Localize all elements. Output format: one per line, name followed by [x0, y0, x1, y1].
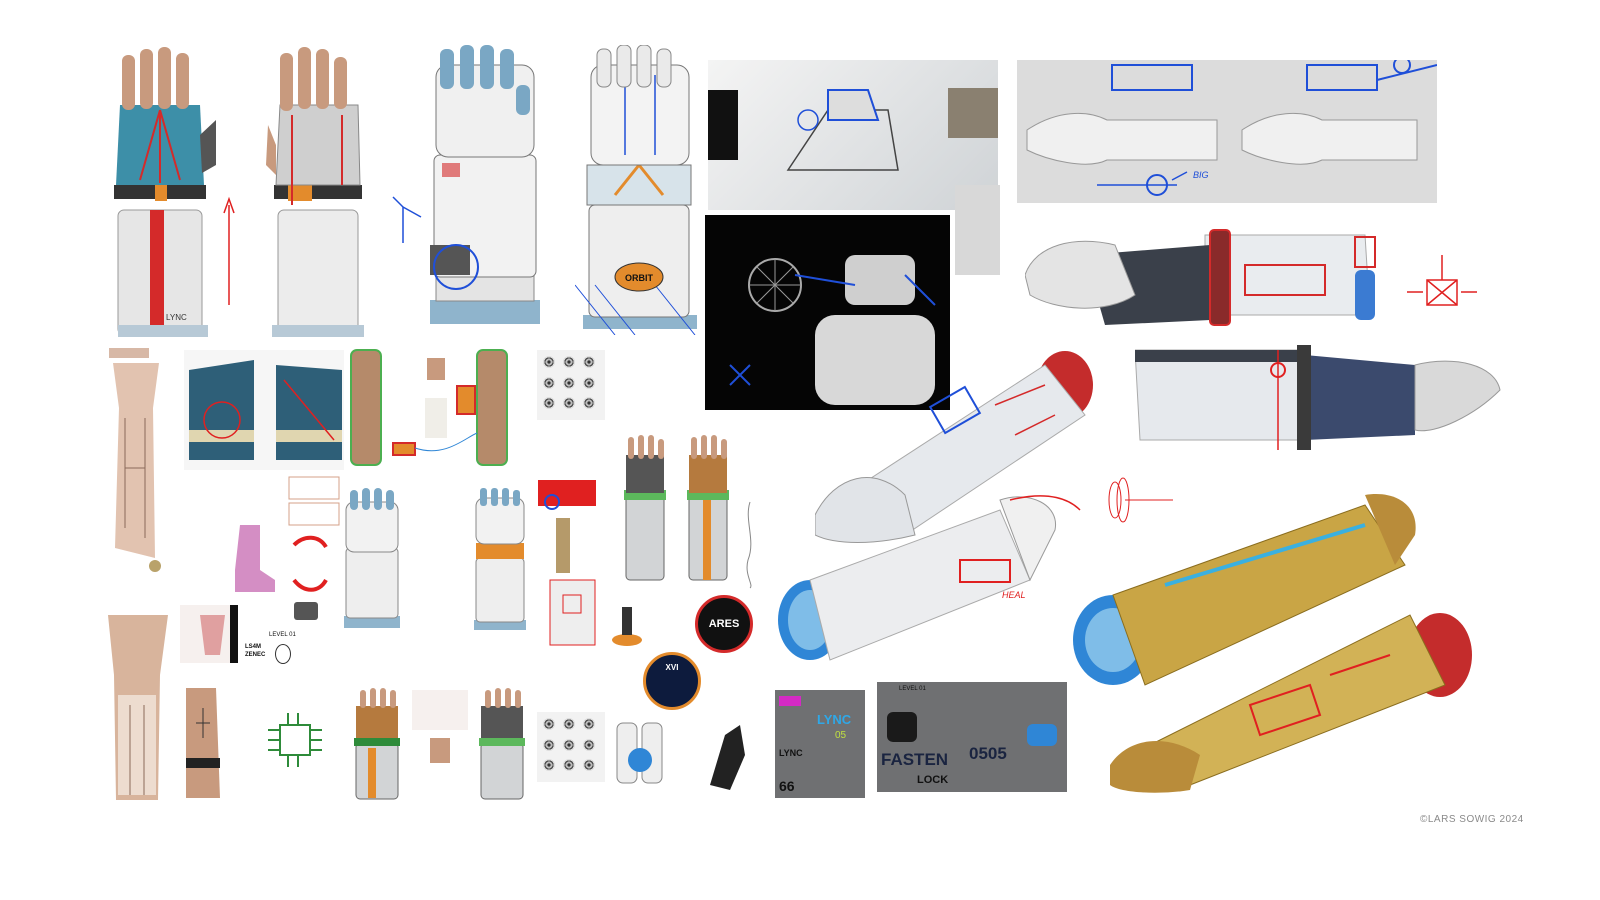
ares-badge: ARES — [695, 595, 753, 653]
pink-boot-reference — [235, 525, 275, 592]
arm-render-gold-lower — [1110, 613, 1472, 793]
arm-render-white-lower: HEAL — [778, 495, 1081, 661]
glove-dark-grey-study — [624, 435, 666, 581]
ares-badge-label: ARES — [708, 618, 740, 630]
arm-render-gold-upper — [1073, 494, 1416, 686]
small-sheet-code-b: ZENEC — [245, 652, 266, 658]
stamp-sketches — [288, 476, 340, 526]
decal-stripe — [779, 696, 801, 706]
tattoo-hand-study — [108, 615, 168, 800]
glove-back-grey-illustration — [266, 47, 364, 337]
decal-logo-lync: LYNC — [817, 712, 852, 727]
decal-sheet-left: LYNC LYNC 05 66 — [775, 690, 865, 798]
glove-grey-study-bottom — [479, 688, 525, 800]
annotation-big: BIG — [1193, 170, 1209, 180]
glove-front-teal-illustration: LYNC — [114, 47, 216, 337]
hand-reference-pair — [412, 690, 468, 763]
red-mechanism-sketch — [1407, 255, 1477, 306]
reference-photo-space-rig — [705, 215, 950, 410]
copyright-notice: ©LARS SOWIG 2024 — [1420, 814, 1524, 825]
decal-code-66: 66 — [779, 778, 795, 794]
small-sheet-level: LEVEL 01 — [269, 632, 296, 638]
sketch-panel-top-right: BIG — [1017, 60, 1437, 203]
reference-photo-console — [708, 60, 998, 210]
reference-photo-teal-gloves — [184, 350, 344, 470]
handwritten-note-sketch — [746, 501, 752, 589]
glove-tan-study-bottom — [354, 688, 400, 800]
glove-pair-patch — [616, 722, 663, 784]
decal-shield-icon — [887, 712, 917, 742]
orbit-badge-label: ORBIT — [625, 273, 654, 283]
figure-reference-small — [612, 607, 642, 646]
blue-axis-annotation — [392, 196, 422, 243]
small-sheet-code-a: LS4M — [245, 644, 262, 650]
tattoo-forearm-study — [186, 688, 220, 798]
hand-anatomy-reference — [180, 605, 238, 663]
glove-tan-grey-study — [687, 435, 729, 581]
glove-astronaut-white-illustration — [430, 45, 540, 324]
glove-white-small-1 — [344, 488, 400, 628]
dark-figure-reference — [710, 725, 745, 790]
glove-orbit-white-illustration: ORBIT — [575, 45, 697, 335]
red-rotation-arrows — [292, 535, 328, 592]
swatch-grid-top — [537, 350, 605, 420]
decal-word-fasten: FASTEN — [881, 750, 949, 769]
arm-render-white-right — [1025, 229, 1376, 326]
decal-code-05: 05 — [835, 730, 847, 741]
decal-logo-lync-small: LYNC — [779, 748, 803, 758]
tattoo-arm-study — [109, 348, 161, 572]
xvi-badge: XVI — [643, 652, 701, 710]
xvi-badge-label: XVI — [665, 663, 679, 672]
swatch-grid-bottom — [537, 712, 605, 782]
circuit-chip-graphic — [268, 713, 322, 767]
glove-orange-cuff-small — [474, 488, 526, 630]
arm-render-dark-glove — [1135, 345, 1501, 450]
red-arrow-annotation — [223, 196, 235, 305]
reference-photo-strip — [955, 185, 1000, 275]
decal-sheet-right: LEVEL 01 FASTEN LOCK 0505 — [877, 682, 1067, 792]
fingerprint-icon — [275, 644, 291, 664]
decal-word-lock: LOCK — [917, 774, 949, 786]
arm-render-white-floating-upper — [815, 351, 1093, 543]
decal-dragon-icon — [1027, 724, 1057, 746]
red-device-sketch — [538, 480, 596, 573]
small-device-reference — [294, 602, 318, 620]
small-label-sheet: LEVEL 01 LS4M ZENEC — [245, 630, 305, 680]
decal-code-0505: 0505 — [969, 744, 1007, 763]
decal-level-label: LEVEL 01 — [899, 686, 926, 692]
red-spring-sketch — [1108, 477, 1173, 523]
glove-sketch-mid — [549, 579, 596, 646]
annotation-heal: HEAL — [1002, 590, 1026, 600]
glove-green-outline-studies — [350, 349, 508, 466]
lync-cuff-label: LYNC — [166, 313, 187, 322]
